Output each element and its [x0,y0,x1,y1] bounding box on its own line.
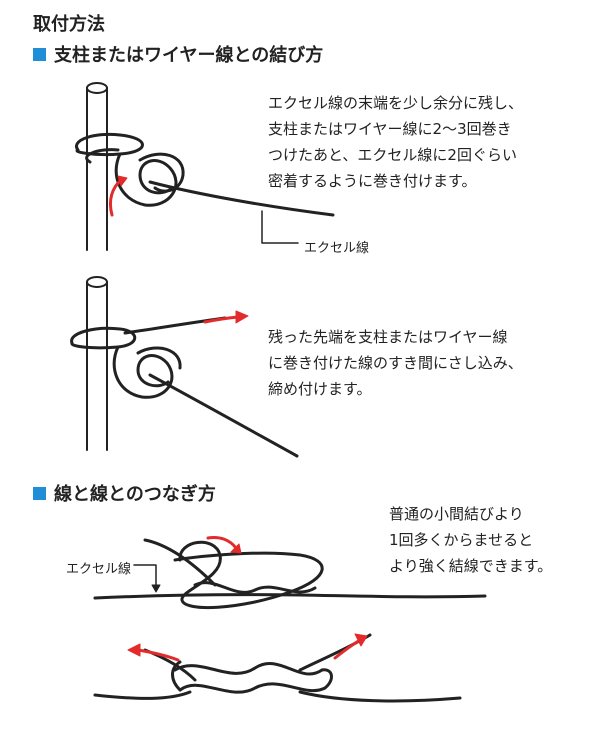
arrowhead-icon [354,633,368,647]
wire-tail [148,180,335,217]
wire-knot [320,668,333,690]
leader-line [133,564,157,590]
section-label: 線と線とのつなぎ方 [54,484,216,505]
arrow-icon [206,536,238,550]
wire-wrap [70,326,137,350]
post-icon [86,82,108,251]
section-heading-support: 支柱またはワイヤー線との結び方 [33,41,323,67]
wire-line [298,690,462,703]
leader-line [261,210,299,244]
step2-description: 残った先端を支柱またはワイヤー線 に巻き付けた線のすき間にさし込み、 締め付けま… [268,328,523,398]
wire-line [93,593,487,600]
step1-description: エクセル線の末端を少し余分に残し、 支柱またはワイヤー線に2〜3回巻き つけたあ… [268,94,524,190]
leader-arrowhead-icon [151,584,161,593]
wire-twist [193,581,317,594]
wire-label: エクセル線 [66,562,132,577]
arrowhead-icon [230,543,242,554]
join-description: 普通の小間結びより 1回多くからませると より強く結線できます。 [389,505,553,575]
arrowhead-icon [127,643,141,657]
section-label: 支柱またはワイヤー線との結び方 [54,45,324,66]
wire-coil [112,345,174,399]
arrow-icon [108,178,123,217]
wire-knot [178,682,327,694]
step2-illustration [70,276,299,458]
arrowhead-icon [235,310,249,324]
bullet-square-icon [33,486,46,500]
join-illustration-1 [93,536,487,610]
arrow-icon [203,315,240,324]
join-illustration-2 [93,633,462,703]
wire-tail [148,373,299,458]
arrowhead-icon [117,175,128,187]
wire-knot [173,662,324,676]
step1-illustration [75,82,335,251]
bullet-square-icon [33,47,46,61]
arrow-icon [333,638,362,660]
section-heading-join: 線と線とのつなぎ方 [33,480,216,506]
wire-loop [173,540,324,610]
wire-label: エクセル線 [304,241,370,256]
wire-wrap [85,148,120,164]
post-icon [86,276,108,451]
wire-line [93,690,192,700]
wire-coil [136,346,182,370]
wire-coil [138,152,185,193]
wire-knot [171,660,182,692]
page-title: 取付方法 [33,14,105,35]
wire-coil [114,152,178,207]
arrow-icon [136,648,180,662]
